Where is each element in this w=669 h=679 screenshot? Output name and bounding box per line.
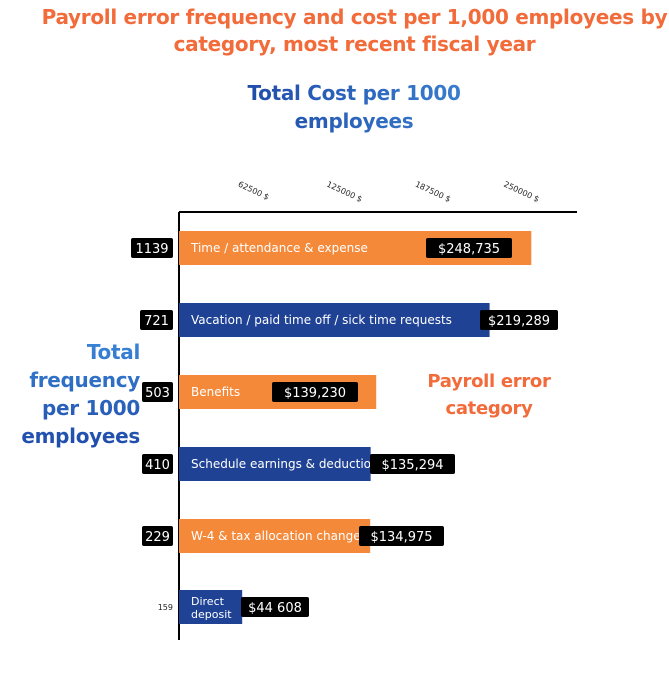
x-tick-label: 187500 $ xyxy=(414,180,452,204)
frequency-label-box xyxy=(140,310,173,330)
x-axis-title: Total Cost per 1000 employees xyxy=(236,79,472,135)
frequency-label: 721 xyxy=(144,314,169,329)
value-label: $248,735 xyxy=(438,242,500,257)
bar xyxy=(179,447,371,481)
frequency-label-box xyxy=(131,238,173,258)
bar-category-label: Vacation / paid time off / sick time req… xyxy=(191,313,452,327)
value-label-box xyxy=(272,382,358,402)
frequency-label-box xyxy=(142,382,173,402)
value-label: $134,975 xyxy=(370,530,432,545)
x-tick-label: 62500 $ xyxy=(237,180,271,202)
frequency-label: 503 xyxy=(145,386,170,401)
bar-category-label: Benefits xyxy=(191,385,240,399)
bar-category-label: deposit xyxy=(191,608,232,621)
category-title: Payroll error category xyxy=(427,371,551,419)
bar-category-label: Time / attendance & expense xyxy=(190,241,368,255)
value-label-box xyxy=(370,454,455,474)
value-label-box xyxy=(241,597,309,617)
frequency-label: 159 xyxy=(158,603,173,612)
y-axis-title: Total frequency per 1000 employees xyxy=(8,338,140,450)
frequency-label-box xyxy=(142,454,173,474)
frequency-label: 229 xyxy=(145,530,170,545)
bar xyxy=(179,519,371,553)
bar xyxy=(179,303,490,337)
bar-category-label: Direct xyxy=(191,595,225,608)
value-label: $219,289 xyxy=(488,314,550,329)
x-tick-label: 125000 $ xyxy=(325,180,363,204)
value-label-box xyxy=(480,310,558,330)
value-label: $139,230 xyxy=(284,386,346,401)
frequency-label: 410 xyxy=(145,458,170,473)
value-label-box xyxy=(426,238,512,258)
frequency-label-box xyxy=(142,526,173,546)
x-tick-label: 250000 $ xyxy=(502,180,540,204)
value-label: $44 608 xyxy=(248,601,302,616)
value-label: $135,294 xyxy=(381,458,443,473)
value-label-box xyxy=(359,526,444,546)
chart-title: Payroll error frequency and cost per 1,0… xyxy=(41,5,668,56)
bar-category-label: W-4 & tax allocation changes xyxy=(191,529,367,543)
bar-category-label: Schedule earnings & deductions xyxy=(191,457,385,471)
frequency-label: 1139 xyxy=(135,242,168,257)
bar xyxy=(179,590,243,624)
